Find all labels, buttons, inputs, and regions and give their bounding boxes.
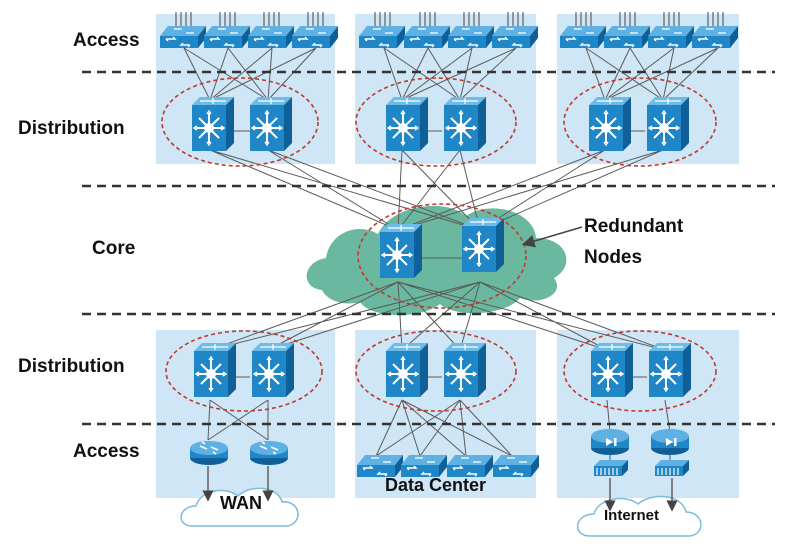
access-switch-icon bbox=[159, 25, 207, 49]
access-switch-icon bbox=[447, 25, 495, 49]
callout-nodes: Nodes bbox=[584, 247, 642, 268]
redundancy-ring bbox=[161, 77, 319, 167]
layer-label-distribution-bottom: Distribution bbox=[18, 356, 125, 377]
redundancy-rings bbox=[161, 77, 717, 412]
firewall-icon bbox=[651, 429, 689, 455]
multilayer-switch-icon bbox=[461, 217, 505, 273]
callout-arrow-icon bbox=[521, 226, 583, 248]
multilayer-switch-icon bbox=[646, 96, 690, 152]
access-switch-icon bbox=[356, 454, 404, 478]
access-switch-icon bbox=[358, 25, 406, 49]
access-switch-icon bbox=[400, 454, 448, 478]
access-switch-icon bbox=[247, 25, 295, 49]
layer-label-distribution-top: Distribution bbox=[18, 118, 125, 139]
network-links bbox=[183, 47, 719, 462]
data-center-label: Data Center bbox=[385, 475, 486, 495]
redundancy-ring bbox=[563, 330, 717, 412]
multilayer-switch-icon bbox=[385, 96, 429, 152]
access-switch-icon bbox=[603, 25, 651, 49]
multilayer-switch-icon bbox=[379, 223, 423, 279]
access-switch-icon bbox=[492, 454, 540, 478]
access-switch-icon bbox=[691, 25, 739, 49]
redundancy-ring bbox=[563, 77, 717, 167]
multilayer-switch-icon bbox=[251, 342, 295, 398]
content-engine-icon bbox=[654, 459, 690, 477]
multilayer-switch-icon bbox=[191, 96, 235, 152]
core-cloud-icon bbox=[306, 205, 567, 316]
layer-label-access-bottom: Access bbox=[73, 441, 140, 462]
bottom-right-panel bbox=[557, 330, 739, 498]
access-switch-icon bbox=[491, 25, 539, 49]
access-switch-icon bbox=[203, 25, 251, 49]
multilayer-switch-icon bbox=[590, 342, 634, 398]
access-switch-icon bbox=[291, 25, 339, 49]
access-switch-icon bbox=[446, 454, 494, 478]
multilayer-switch-icon bbox=[443, 96, 487, 152]
layer-label-core: Core bbox=[92, 238, 135, 259]
bottom-left-panel bbox=[156, 330, 335, 498]
uplink-arrows bbox=[202, 466, 678, 512]
redundancy-ring bbox=[357, 203, 527, 309]
multilayer-switch-icon bbox=[193, 342, 237, 398]
access-switch-icon bbox=[647, 25, 695, 49]
multilayer-switch-icon bbox=[443, 342, 487, 398]
redundancy-ring bbox=[165, 330, 323, 412]
firewall-icon bbox=[591, 429, 629, 455]
multilayer-switch-icon bbox=[385, 342, 429, 398]
access-switch-icon bbox=[403, 25, 451, 49]
wan-label: WAN bbox=[220, 493, 262, 513]
content-engine-icon bbox=[593, 459, 629, 477]
router-icon bbox=[189, 440, 229, 466]
layer-label-access-top: Access bbox=[73, 30, 140, 51]
multilayer-switch-icon bbox=[588, 96, 632, 152]
access-switch-icon bbox=[559, 25, 607, 49]
layer-dividers bbox=[82, 70, 775, 426]
router-icon bbox=[249, 440, 289, 466]
multilayer-switch-icon bbox=[249, 96, 293, 152]
multilayer-switch-icon bbox=[648, 342, 692, 398]
redundancy-ring bbox=[355, 77, 517, 167]
access-host-drops bbox=[175, 12, 724, 26]
callout-redundant: Redundant bbox=[584, 216, 684, 237]
internet-label: Internet bbox=[604, 507, 659, 524]
redundancy-ring bbox=[355, 330, 517, 412]
